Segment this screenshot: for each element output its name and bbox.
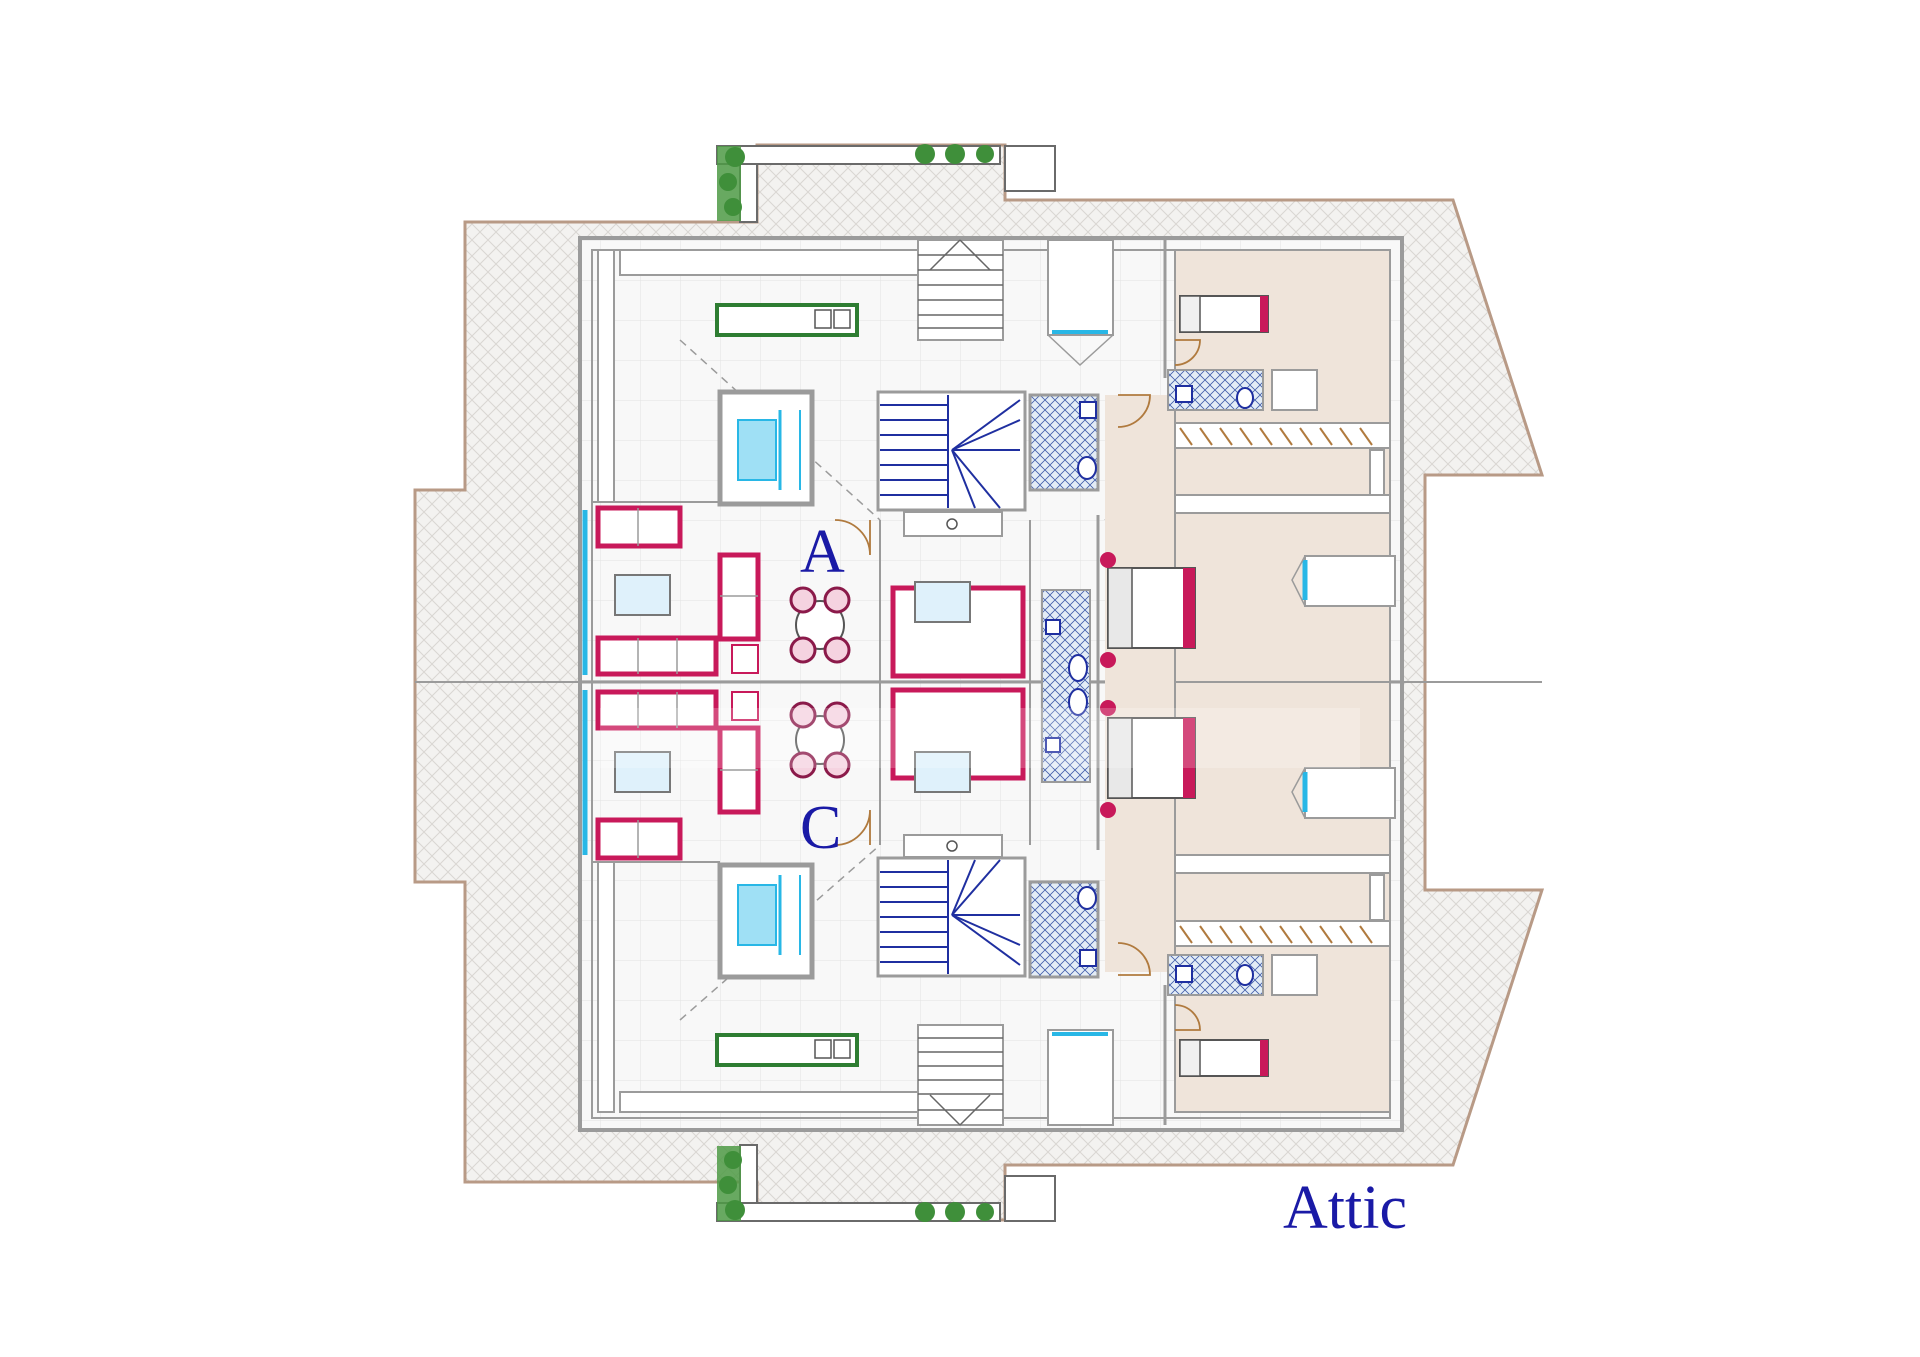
sink-icon [1079,949,1097,967]
toilet-icon [1236,964,1254,986]
table-icon [614,574,971,793]
dining-table-icon [789,586,851,664]
partition-wall [1174,854,1391,874]
toilet-icon [1068,654,1088,682]
bed-icon [1179,295,1269,333]
stair-icon [876,834,1027,978]
kitchen-counter-icon [715,303,859,337]
bathroom [1167,369,1318,411]
bed-icon [1100,700,1196,818]
wardrobe [1174,920,1391,947]
bathroom [1028,393,1100,492]
door-swing-icon [834,339,1201,1031]
wall-strip [597,249,615,503]
shower-icon [717,389,815,507]
shaft [1047,239,1114,367]
planter-icon [716,144,1056,223]
toilet-icon [1068,688,1088,716]
sink-icon [1079,401,1097,419]
wall-strip [597,861,615,1113]
shower-icon [717,862,815,980]
wall-strip [619,1091,921,1113]
sofa-cushions [637,508,758,858]
unit-a-label: A [800,518,845,586]
partition-wall [1369,449,1385,496]
bed-icon [1100,552,1196,668]
watermark [600,708,1360,768]
bathroom [1041,589,1091,783]
toilet-icon [1077,456,1097,480]
dining-table-icon [789,701,851,779]
wall-strip [619,249,921,276]
room-wall [1174,681,1391,1113]
partition-wall [1369,874,1385,921]
stair-icon [876,390,1027,537]
interior-wall [592,501,1031,863]
planter-icon [716,1144,1056,1222]
floor-title: Attic [1283,1174,1407,1242]
skylight [1291,767,1396,819]
shaft [1047,1029,1114,1126]
partition-wall [1174,494,1391,514]
bathroom [1028,880,1100,979]
unit-c-label: C [800,794,841,862]
sink-icon [1175,385,1193,403]
toilet-icon [1236,387,1254,409]
toilet-icon [1077,886,1097,910]
bathroom [1167,954,1318,996]
bed-icon [1179,1039,1269,1077]
sink-icon [1045,737,1061,753]
side-table [731,644,759,721]
kitchen-counter-icon [715,1033,859,1067]
skylight [1291,555,1396,607]
stair-icon [917,239,1004,341]
sink-icon [1045,619,1061,635]
wardrobe [1174,422,1391,449]
stair-icon [917,1024,1004,1126]
sink-icon [1175,965,1193,983]
